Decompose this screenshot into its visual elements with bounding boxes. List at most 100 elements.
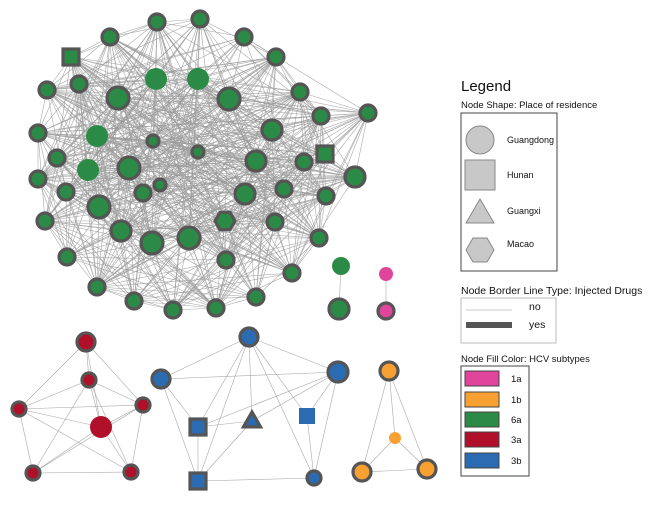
node-circle: [77, 159, 99, 181]
legend-swatch-1b: [464, 391, 500, 408]
node-circle: [311, 106, 331, 126]
node-square: [188, 417, 208, 437]
edge: [87, 160, 257, 171]
edge: [44, 220, 153, 244]
node-circle: [86, 194, 112, 220]
edge: [120, 230, 174, 311]
node-circle: [176, 225, 202, 251]
edge: [248, 336, 315, 479]
edge: [160, 378, 199, 482]
edge: [172, 195, 327, 311]
edge: [248, 336, 339, 373]
edge: [128, 91, 301, 169]
edge: [255, 221, 276, 298]
node-circle: [145, 133, 161, 149]
edge: [44, 167, 130, 222]
edge: [159, 91, 301, 186]
node-circle: [290, 82, 310, 102]
node-circle: [122, 463, 140, 481]
legend-fill-label: 3b: [511, 456, 522, 467]
edge: [18, 379, 90, 410]
node-circle: [265, 212, 285, 232]
edge: [128, 115, 322, 169]
edge: [65, 176, 356, 193]
legend-circle-icon: [465, 125, 495, 155]
edge: [56, 157, 98, 288]
node-circle: [124, 291, 144, 311]
edge: [37, 178, 122, 232]
edge: [37, 178, 144, 194]
edge: [155, 78, 161, 186]
node-circle: [87, 277, 107, 297]
edge: [66, 256, 217, 309]
edge: [172, 237, 320, 311]
node-circle: [358, 103, 378, 123]
edge: [88, 379, 144, 406]
edge: [44, 220, 135, 302]
edge: [56, 157, 122, 232]
edge: [188, 221, 276, 239]
edge: [159, 98, 230, 186]
edge: [18, 404, 144, 410]
edge: [197, 151, 227, 261]
node-circle: [147, 12, 167, 32]
node-circle: [133, 183, 153, 203]
edge: [151, 193, 246, 244]
edge: [197, 56, 277, 80]
edge: [151, 112, 369, 244]
edge: [44, 129, 273, 222]
edge: [188, 78, 199, 239]
node-circle: [332, 257, 350, 275]
edge: [87, 169, 174, 311]
edge: [152, 129, 273, 142]
edge: [215, 221, 276, 309]
edge: [46, 78, 157, 91]
edge: [96, 220, 226, 288]
node-circle: [75, 331, 97, 353]
node-circle: [309, 228, 329, 248]
edge: [133, 195, 327, 302]
edge: [44, 220, 257, 298]
legend-border-label: yes: [529, 319, 545, 331]
edge: [87, 169, 153, 244]
edge: [66, 256, 257, 298]
node-circle: [379, 267, 393, 281]
edge: [37, 178, 135, 302]
edge: [306, 415, 315, 479]
legend-shape-label: Hunan: [507, 170, 534, 180]
node-circle: [69, 74, 89, 94]
legend-border-heading: Node Border Line Type: Injected Drugs: [461, 285, 642, 297]
node-circle: [28, 123, 48, 143]
node-circle: [326, 360, 350, 384]
edge: [66, 242, 153, 258]
edge: [117, 91, 301, 99]
edge: [128, 167, 190, 239]
edge: [56, 78, 199, 159]
edge: [142, 192, 246, 195]
node-circle: [86, 125, 108, 147]
node-circle: [246, 287, 266, 307]
legend-shape-heading: Node Shape: Place of residence: [461, 100, 597, 111]
edge: [96, 78, 157, 137]
edge: [155, 78, 230, 100]
edge: [109, 36, 230, 100]
legend-fill-heading: Node Fill Color: HCV subtypes: [461, 354, 590, 365]
node-circle: [28, 169, 48, 189]
edge: [87, 78, 157, 171]
node-circle: [35, 211, 55, 231]
edge: [244, 193, 293, 274]
edge: [151, 78, 199, 244]
edge: [56, 157, 356, 178]
edge: [215, 91, 301, 309]
edge: [128, 98, 230, 169]
edge: [197, 78, 322, 117]
node-circle: [216, 250, 236, 270]
edge: [291, 161, 305, 274]
node-circle: [56, 182, 76, 202]
legend-title: Legend: [461, 78, 511, 95]
legend-fill-label: 1a: [511, 374, 522, 385]
node-circle: [274, 179, 294, 199]
edge: [188, 195, 327, 239]
node-circle: [190, 9, 210, 29]
node-circle: [37, 80, 57, 100]
